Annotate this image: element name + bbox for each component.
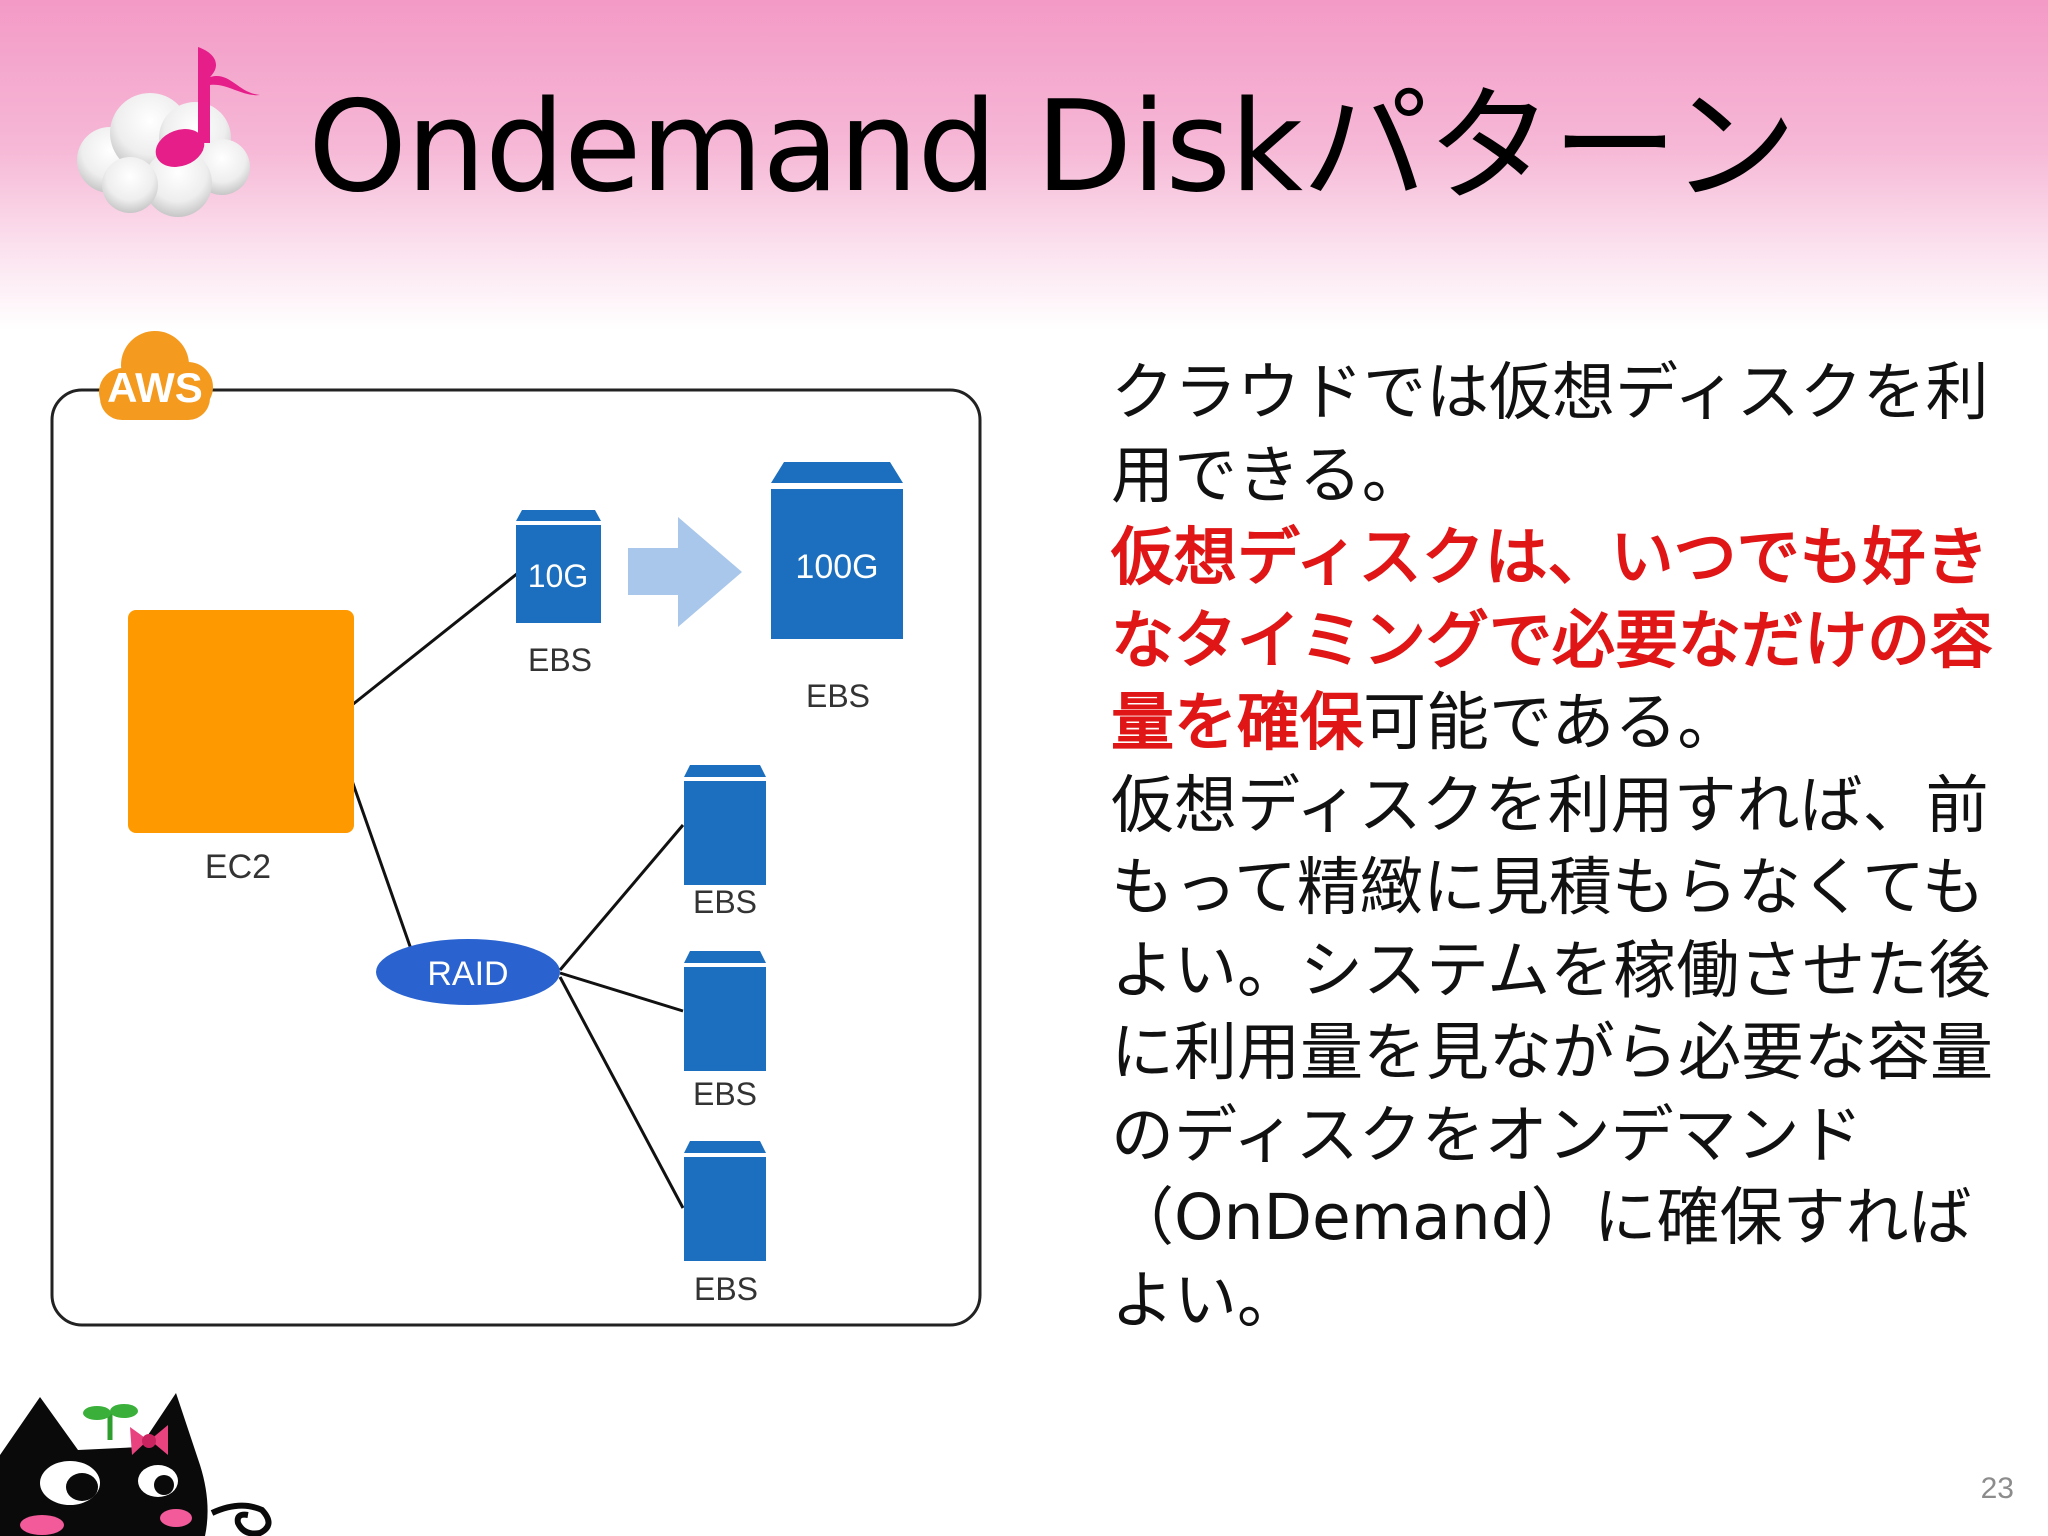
emphasis-text: 仮想ディスクは、いつでも好きなタイミングで必要なだけの容量を確保 xyxy=(1111,521,1993,759)
ebs-label: EBS xyxy=(694,1271,758,1307)
black-cat-mascot-icon xyxy=(0,1393,272,1536)
ebs-volume-raid-2 xyxy=(684,951,766,1071)
paragraph-1: クラウドでは仮想ディスクを利用できる。 xyxy=(1111,356,1989,512)
ec2-instance xyxy=(128,610,354,833)
paragraph-2: 仮想ディスクは、いつでも好きなタイミングで必要なだけの容量を確保可能である。 xyxy=(1045,517,2010,765)
slide-title: Ondemand Diskパターン xyxy=(308,73,1797,220)
raid-label: RAID xyxy=(427,955,508,993)
aws-ebs-diagram: AWS EC2 RAID 10G EBS 100G EBS EBS EBS EB… xyxy=(50,331,982,1327)
ebs-label: EBS xyxy=(528,642,592,678)
ebs-volume-10g: 10G xyxy=(516,510,601,623)
ebs-label: EBS xyxy=(693,1076,757,1112)
raid-node xyxy=(376,939,560,1005)
ebs-volume-100g: 100G xyxy=(771,462,903,639)
ebs-volume-raid-3 xyxy=(684,1141,766,1261)
ebs-volume-raid-1 xyxy=(684,765,766,885)
page-number: 23 xyxy=(1980,1472,2014,1505)
paragraph-3: 仮想ディスクを利用すれば、前もって精緻に見積もらなくてもよい。システムを稼働させ… xyxy=(1111,768,1993,1337)
paragraph-2-rest: 可能である。 xyxy=(1363,686,1741,759)
resize-arrow xyxy=(628,517,742,627)
connector-lines xyxy=(348,571,685,1209)
body-text: クラウドでは仮想ディスクを利用できる。 仮想ディスクは、いつでも好きなタイミング… xyxy=(1045,352,2010,1342)
volume-size-100g: 100G xyxy=(795,548,878,586)
ec2-label: EC2 xyxy=(205,848,271,886)
aws-cloud-badge: AWS xyxy=(99,331,213,420)
volume-size-10g: 10G xyxy=(528,558,588,594)
ebs-label: EBS xyxy=(693,884,757,920)
music-note-cloud-icon xyxy=(77,47,260,217)
slide-header-band xyxy=(0,0,2048,330)
ebs-label: EBS xyxy=(806,678,870,714)
aws-label: AWS xyxy=(107,364,203,411)
